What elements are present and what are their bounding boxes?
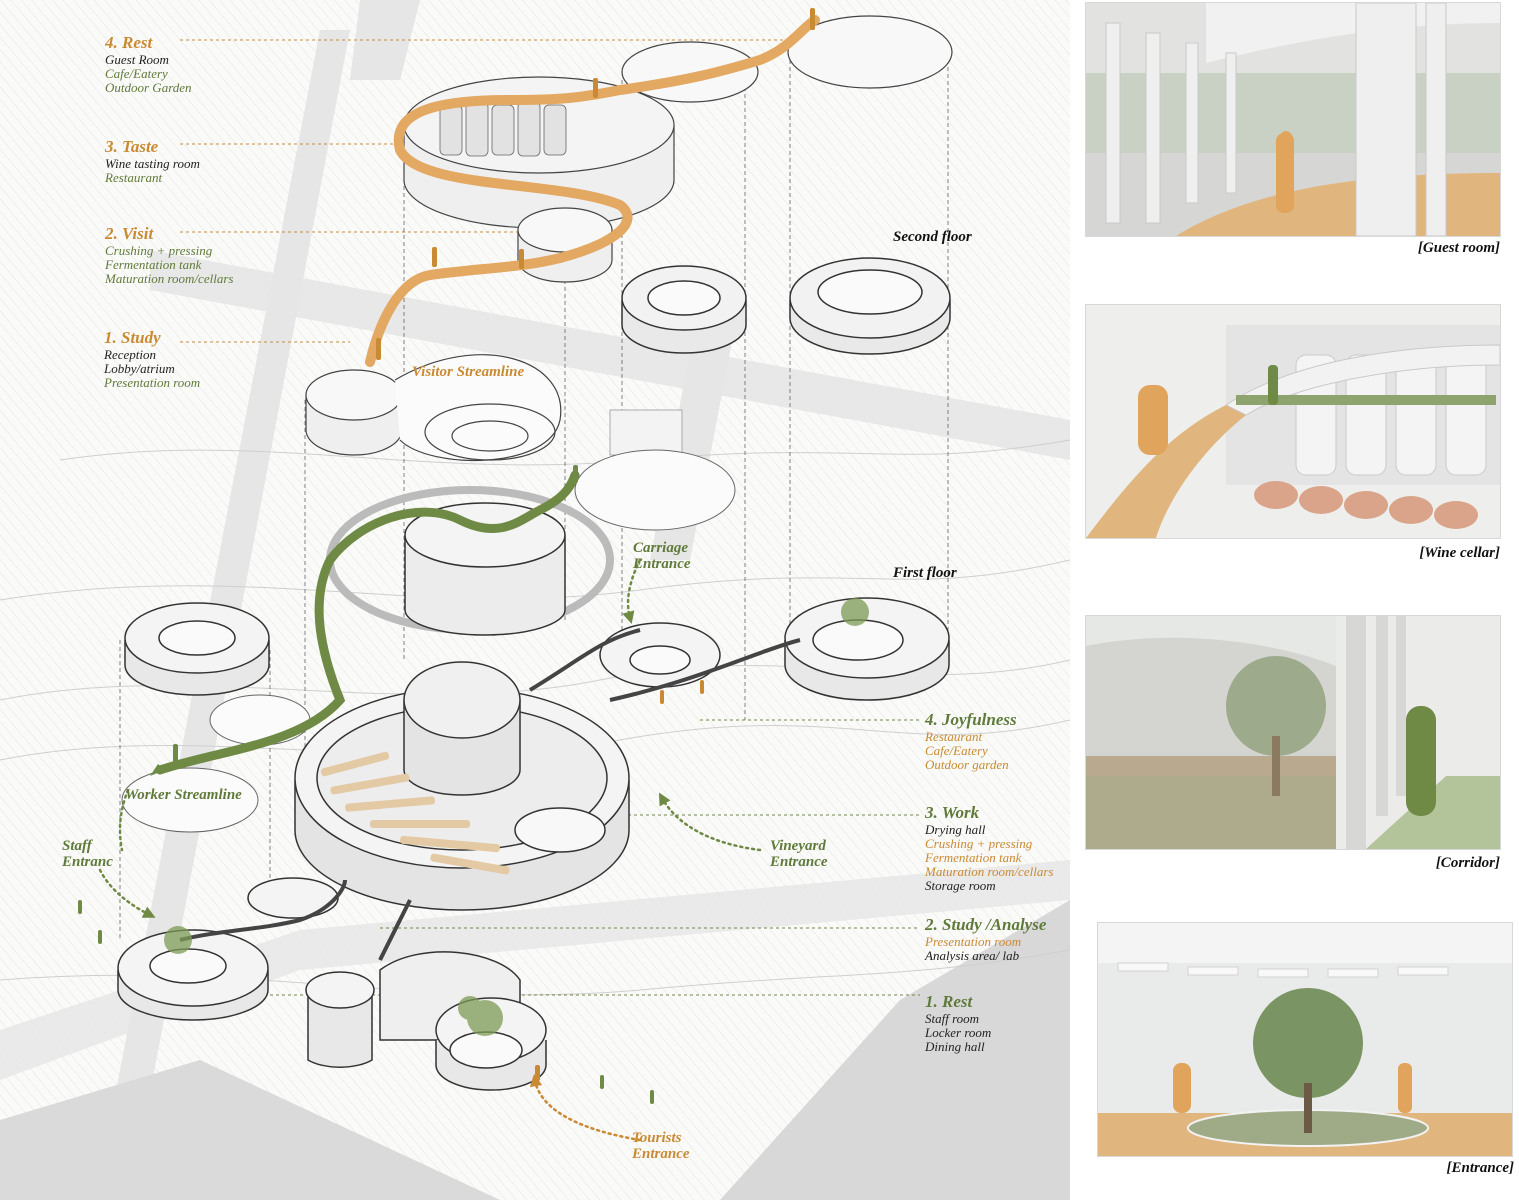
worker-streamline-label: Worker Streamline [125, 787, 242, 803]
corridor-image [1086, 616, 1500, 849]
worker-streamline-path [155, 470, 580, 775]
people [376, 8, 815, 1081]
program-item: Analysis area/ lab [925, 948, 1020, 963]
corridor-rendering [1085, 615, 1501, 850]
visitor-streamline-label: Visitor Streamline [412, 364, 525, 380]
program-title: 4. Joyfulness [925, 710, 1017, 729]
second-floor-label: Second floor [893, 229, 972, 245]
program-item: Restaurant [105, 170, 163, 185]
program-title: 2. Visit [105, 224, 154, 243]
guest-room-caption: [Guest room] [1417, 240, 1500, 256]
program-item: Presentation room [925, 934, 1022, 949]
entrance-caption: [Entrance] [1446, 1160, 1515, 1176]
second-floor-rings [621, 257, 951, 355]
program-item: Maturation room/cellars [925, 864, 1054, 879]
program-item: Staff room [925, 1011, 980, 1026]
program-item: Cafe/Eatery [925, 743, 988, 758]
wine-cellar-rendering [1085, 304, 1501, 539]
program-item: Cafe/Eatery [105, 66, 168, 81]
program-item: Wine tasting room [105, 156, 200, 171]
program-item: Restaurant [925, 729, 983, 744]
visitor-streamline-path [365, 15, 820, 367]
auditorium-seats [320, 751, 510, 875]
entrance-arrows [98, 558, 762, 1142]
entrance-rendering [1097, 922, 1513, 1157]
program-item: Storage room [925, 878, 996, 893]
program-title: 2. Study /Analyse [925, 915, 1047, 934]
program-title: 3. Work [925, 803, 980, 822]
axonometric-drawing [0, 0, 1070, 1200]
program-title: 4. Rest [105, 33, 153, 52]
corridor-caption: [Corridor] [1435, 855, 1500, 871]
program-title: 1. Study [104, 328, 161, 347]
wine-tanks [439, 101, 567, 157]
entrance-image [1098, 923, 1512, 1156]
trees [164, 598, 869, 1036]
program-item: Outdoor Garden [105, 80, 192, 95]
workers [78, 465, 654, 1104]
program-item: Locker room [925, 1025, 992, 1040]
program-item: Guest Room [105, 52, 169, 67]
program-title: 3. Taste [105, 137, 159, 156]
program-item: Outdoor garden [925, 757, 1009, 772]
program-item: Lobby/atrium [104, 361, 175, 376]
program-item: Crushing + pressing [105, 243, 213, 258]
wine-cellar-image [1086, 305, 1500, 538]
program-item: Reception [104, 347, 156, 362]
guest-room-rendering [1085, 2, 1501, 237]
guest-room-image [1086, 3, 1500, 236]
program-item: Crushing + pressing [925, 836, 1033, 851]
leader-lines-worker [270, 719, 920, 996]
first-floor-label: First floor [893, 565, 957, 581]
program-item: Dining hall [925, 1039, 985, 1054]
program-item: Fermentation tank [925, 850, 1022, 865]
program-item: Fermentation tank [105, 257, 202, 272]
walkway-bridges [179, 628, 801, 961]
upper-platform [574, 449, 736, 531]
wine-cellar-caption: [Wine cellar] [1419, 545, 1500, 561]
program-title: 1. Rest [925, 992, 973, 1011]
program-item: Drying hall [925, 822, 986, 837]
program-item: Maturation room/cellars [105, 271, 234, 286]
program-item: Presentation room [104, 375, 201, 390]
grid-panel [609, 409, 683, 456]
